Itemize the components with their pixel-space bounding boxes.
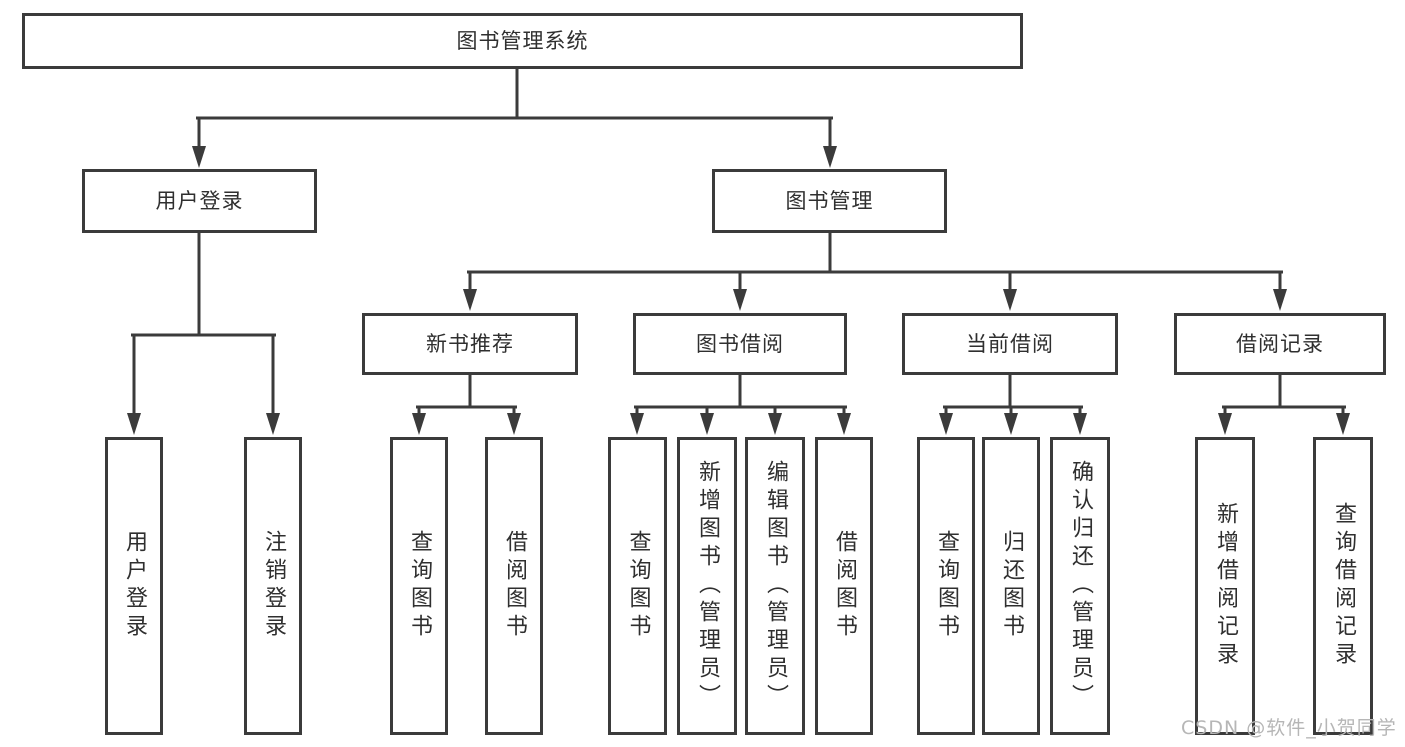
node-library-management-system: 图书管理系统 bbox=[22, 13, 1023, 69]
leaf-user-login: 用户登录 bbox=[105, 437, 163, 735]
leaf-query-books-recommend: 查询图书 bbox=[390, 437, 448, 735]
leaf-confirm-return-admin: 确认归还（管理员） bbox=[1050, 437, 1110, 735]
node-user-login: 用户登录 bbox=[82, 169, 317, 233]
leaf-return-books: 归还图书 bbox=[982, 437, 1040, 735]
leaf-logout: 注销登录 bbox=[244, 437, 302, 735]
node-book-management: 图书管理 bbox=[712, 169, 947, 233]
leaf-edit-books-admin: 编辑图书（管理员） bbox=[745, 437, 805, 735]
leaf-borrow-books: 借阅图书 bbox=[815, 437, 873, 735]
leaf-query-books-current: 查询图书 bbox=[917, 437, 975, 735]
node-new-book-recommendation: 新书推荐 bbox=[362, 313, 578, 375]
leaf-query-borrow-record: 查询借阅记录 bbox=[1313, 437, 1373, 735]
csdn-watermark: CSDN @软件_小贺同学 bbox=[1181, 717, 1397, 739]
node-borrowing-records: 借阅记录 bbox=[1174, 313, 1386, 375]
node-book-borrowing: 图书借阅 bbox=[633, 313, 847, 375]
node-current-borrowing: 当前借阅 bbox=[902, 313, 1118, 375]
leaf-add-books-admin: 新增图书（管理员） bbox=[677, 437, 737, 735]
leaf-add-borrow-record: 新增借阅记录 bbox=[1195, 437, 1255, 735]
leaf-query-books-borrow: 查询图书 bbox=[608, 437, 667, 735]
leaf-borrow-books-recommend: 借阅图书 bbox=[485, 437, 543, 735]
